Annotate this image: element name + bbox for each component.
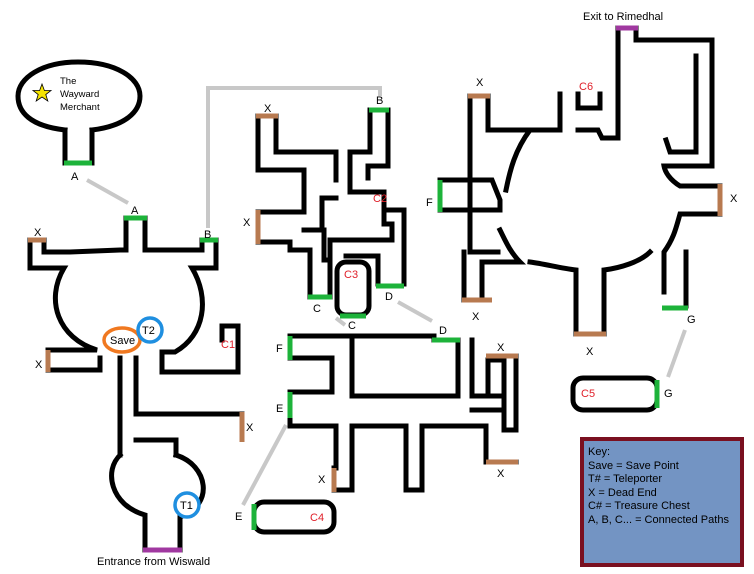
- dead-end-label-12: X: [586, 346, 594, 358]
- connector-b: [206, 86, 382, 228]
- middle-lower-complex: [251, 333, 519, 535]
- teleporter-t2: T2: [136, 316, 164, 344]
- connector-a: [86, 178, 129, 205]
- connector-c: [334, 316, 347, 327]
- teleporter-t2-label: T2: [142, 325, 155, 337]
- path-connectors: [86, 86, 687, 506]
- chest-label-c5: C5: [581, 388, 595, 400]
- save-ring-icon: [102, 326, 142, 354]
- dead-end-label-10: X: [730, 193, 738, 205]
- dead-end-label-4: X: [264, 103, 272, 115]
- merchant-label-2: Wayward: [60, 89, 99, 100]
- merchant-label-1: The: [60, 76, 76, 87]
- exit-label: Exit to Rimedhal: [583, 11, 663, 23]
- dead-end-label-8: X: [497, 468, 505, 480]
- dead-end-label-5: X: [243, 217, 251, 229]
- merchant-star-icon: [31, 82, 53, 102]
- path-label-d-upper: D: [385, 291, 393, 303]
- dead-end-label-11: X: [472, 311, 480, 323]
- legend-title: Key:: [588, 446, 611, 458]
- dead-end-label-7: X: [497, 342, 505, 354]
- dead-end-label-1: X: [34, 227, 42, 239]
- path-label-c-lower: C: [348, 320, 356, 332]
- path-label-g-c5: G: [664, 388, 673, 400]
- chest-label-c6: C6: [579, 81, 593, 93]
- chest-label-c3: C3: [344, 269, 358, 281]
- dead-end-label-6: X: [318, 474, 326, 486]
- path-label-b-upper: B: [376, 95, 383, 107]
- dead-end-label-2: X: [35, 359, 43, 371]
- connector-g: [666, 329, 687, 378]
- teleporter-t1-icon: [173, 491, 201, 519]
- teleporter-t1-label: T1: [180, 500, 193, 512]
- legend-item-paths: A, B, C... = Connected Paths: [588, 513, 729, 526]
- entrance-label: Entrance from Wiswald: [97, 556, 210, 568]
- chest-label-c2: C2: [373, 193, 387, 205]
- connector-e: [241, 424, 288, 506]
- chest-label-c4: C4: [310, 512, 324, 524]
- path-label-f-lower: F: [276, 343, 283, 355]
- merchant-label-3: Merchant: [60, 102, 100, 113]
- legend-item-dead-end: X = Dead End: [588, 486, 657, 499]
- left-chamber: [27, 215, 245, 553]
- chest-label-c1: C1: [221, 339, 235, 351]
- save-point: Save: [102, 326, 142, 354]
- legend-item-save: Save = Save Point: [588, 459, 679, 472]
- exit-markers: [143, 25, 638, 553]
- right-chamber: [437, 25, 723, 413]
- teleporter-t1: T1: [173, 491, 201, 519]
- connector-d: [397, 300, 433, 323]
- path-label-a-merchant: A: [71, 171, 79, 183]
- merchant-room: The Wayward Merchant: [15, 59, 143, 166]
- legend-item-chest: C# = Treasure Chest: [588, 500, 690, 512]
- path-label-g-upper: G: [687, 314, 696, 326]
- save-label: Save: [110, 335, 135, 347]
- path-label-e-c4: E: [235, 511, 242, 523]
- path-label-d-lower: D: [439, 325, 447, 337]
- path-label-e-lower: E: [276, 403, 283, 415]
- legend-item-teleporter: T# = Teleporter: [588, 473, 663, 485]
- path-label-f-right: F: [426, 197, 433, 209]
- path-label-a-chamber: A: [131, 205, 139, 217]
- path-label-c-upper: C: [313, 303, 321, 315]
- map-legend: Key: Save = Save Point T# = Teleporter X…: [580, 437, 744, 567]
- teleporter-t2-icon: [136, 316, 164, 344]
- dead-end-label-9: X: [476, 77, 484, 89]
- path-label-b-chamber: B: [204, 229, 211, 241]
- map-labels: Exit to Rimedhal Entrance from Wiswald A…: [34, 11, 738, 568]
- dead-end-markers: [28, 93, 723, 492]
- open-path-markers: [64, 107, 688, 530]
- dead-end-label-3: X: [246, 422, 254, 434]
